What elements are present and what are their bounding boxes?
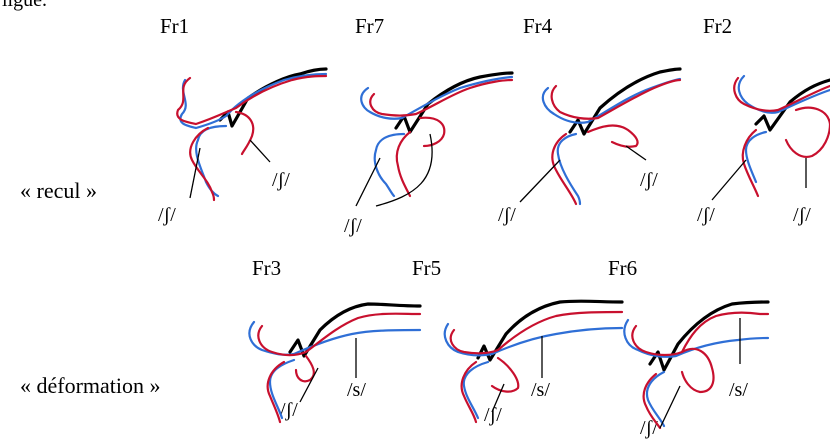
tongue-red-back [586,124,639,148]
sound-label-fr4-b: /ʃ/ [640,169,658,191]
contour-red [176,74,328,126]
sound-label-fr1-outer: /ʃ/ [158,204,176,226]
pointer-line [355,157,381,207]
panel-fr2 [711,74,830,201]
tongue-red [189,126,216,202]
palate-contour [648,300,770,372]
sound-label-fr6-s: /s/ [729,379,748,401]
contour-blue [248,320,422,356]
sound-label-fr3-s: /s/ [347,379,366,401]
panel-fr3 [248,302,422,424]
tongue-red [551,132,578,206]
sound-label-fr5-sh: /ʃ/ [484,404,502,426]
contour-red [733,76,830,112]
palate-contour [754,78,830,132]
speaker-label-fr1: Fr1 [160,14,190,38]
tongue-red [266,360,286,424]
tongue-red [642,372,662,430]
contour-blue [737,74,830,114]
contour-blue [443,322,624,357]
tongue-blue [556,132,582,206]
pointer-line [249,139,271,163]
sound-label-fr2-a: /ʃ/ [697,204,715,226]
speaker-label-fr7: Fr7 [355,14,385,38]
panel-fr6 [623,300,770,430]
palate-contour [288,302,422,358]
panel-fr7 [355,71,514,207]
speaker-label-fr6: Fr6 [608,256,638,280]
pointer-line [299,367,319,403]
pointer-line [189,147,201,199]
palate-contour [476,299,624,362]
contour-red [550,78,682,120]
tongue-red-back [680,347,715,394]
tongue-blue [268,358,296,420]
sound-label-fr1-inner: /ʃ/ [272,169,290,191]
tongue-blue [195,124,228,198]
pointer-line [491,383,505,413]
sound-label-fr7-a: /ʃ/ [344,215,362,237]
tongue-red [460,360,478,424]
contour-blue [623,318,770,358]
contour-blue [179,72,328,130]
tongue-red-back [490,356,520,393]
sound-label-fr5-s: /s/ [531,379,550,401]
contour-red [369,78,514,117]
pointer-line [711,159,747,201]
contour-blue [360,75,514,120]
pointer-line [625,145,647,161]
category-label-deformation: « déformation » [20,373,161,398]
sound-label-fr2-b: /ʃ/ [793,204,811,226]
speaker-label-fr2: Fr2 [703,14,733,38]
tongue-blue [462,360,490,420]
tongue-red-back [294,354,315,383]
contour-red [631,311,770,357]
sound-label-fr6-sh: /ʃ/ [640,417,658,439]
speaker-label-fr4: Fr4 [523,14,553,38]
palate-contour [568,67,682,136]
tongue-red-back [234,110,255,156]
contour-red [257,312,422,357]
contour-red [449,310,624,355]
pointer-line [375,133,433,207]
category-label-recul: « recul » [20,178,97,203]
speaker-label-fr3: Fr3 [252,256,282,280]
pointer-line [519,159,561,203]
tongue-red-back [784,106,830,158]
tongue-blue [373,132,406,198]
tongue-red [395,130,412,198]
speaker-label-fr5: Fr5 [412,256,442,280]
sound-label-fr3-sh: /ʃ/ [280,399,298,421]
panel-fr4 [519,67,682,206]
caption-fragment: ligue. [2,0,47,11]
sound-label-fr4-a: /ʃ/ [498,204,516,226]
tongue-blue [645,370,666,428]
tongue-red [741,128,760,198]
pointer-line [659,385,681,429]
panel-fr1 [176,67,328,202]
panel-fr5 [443,299,624,424]
tongue-blue [744,130,768,184]
tongue-red-back [418,116,446,148]
